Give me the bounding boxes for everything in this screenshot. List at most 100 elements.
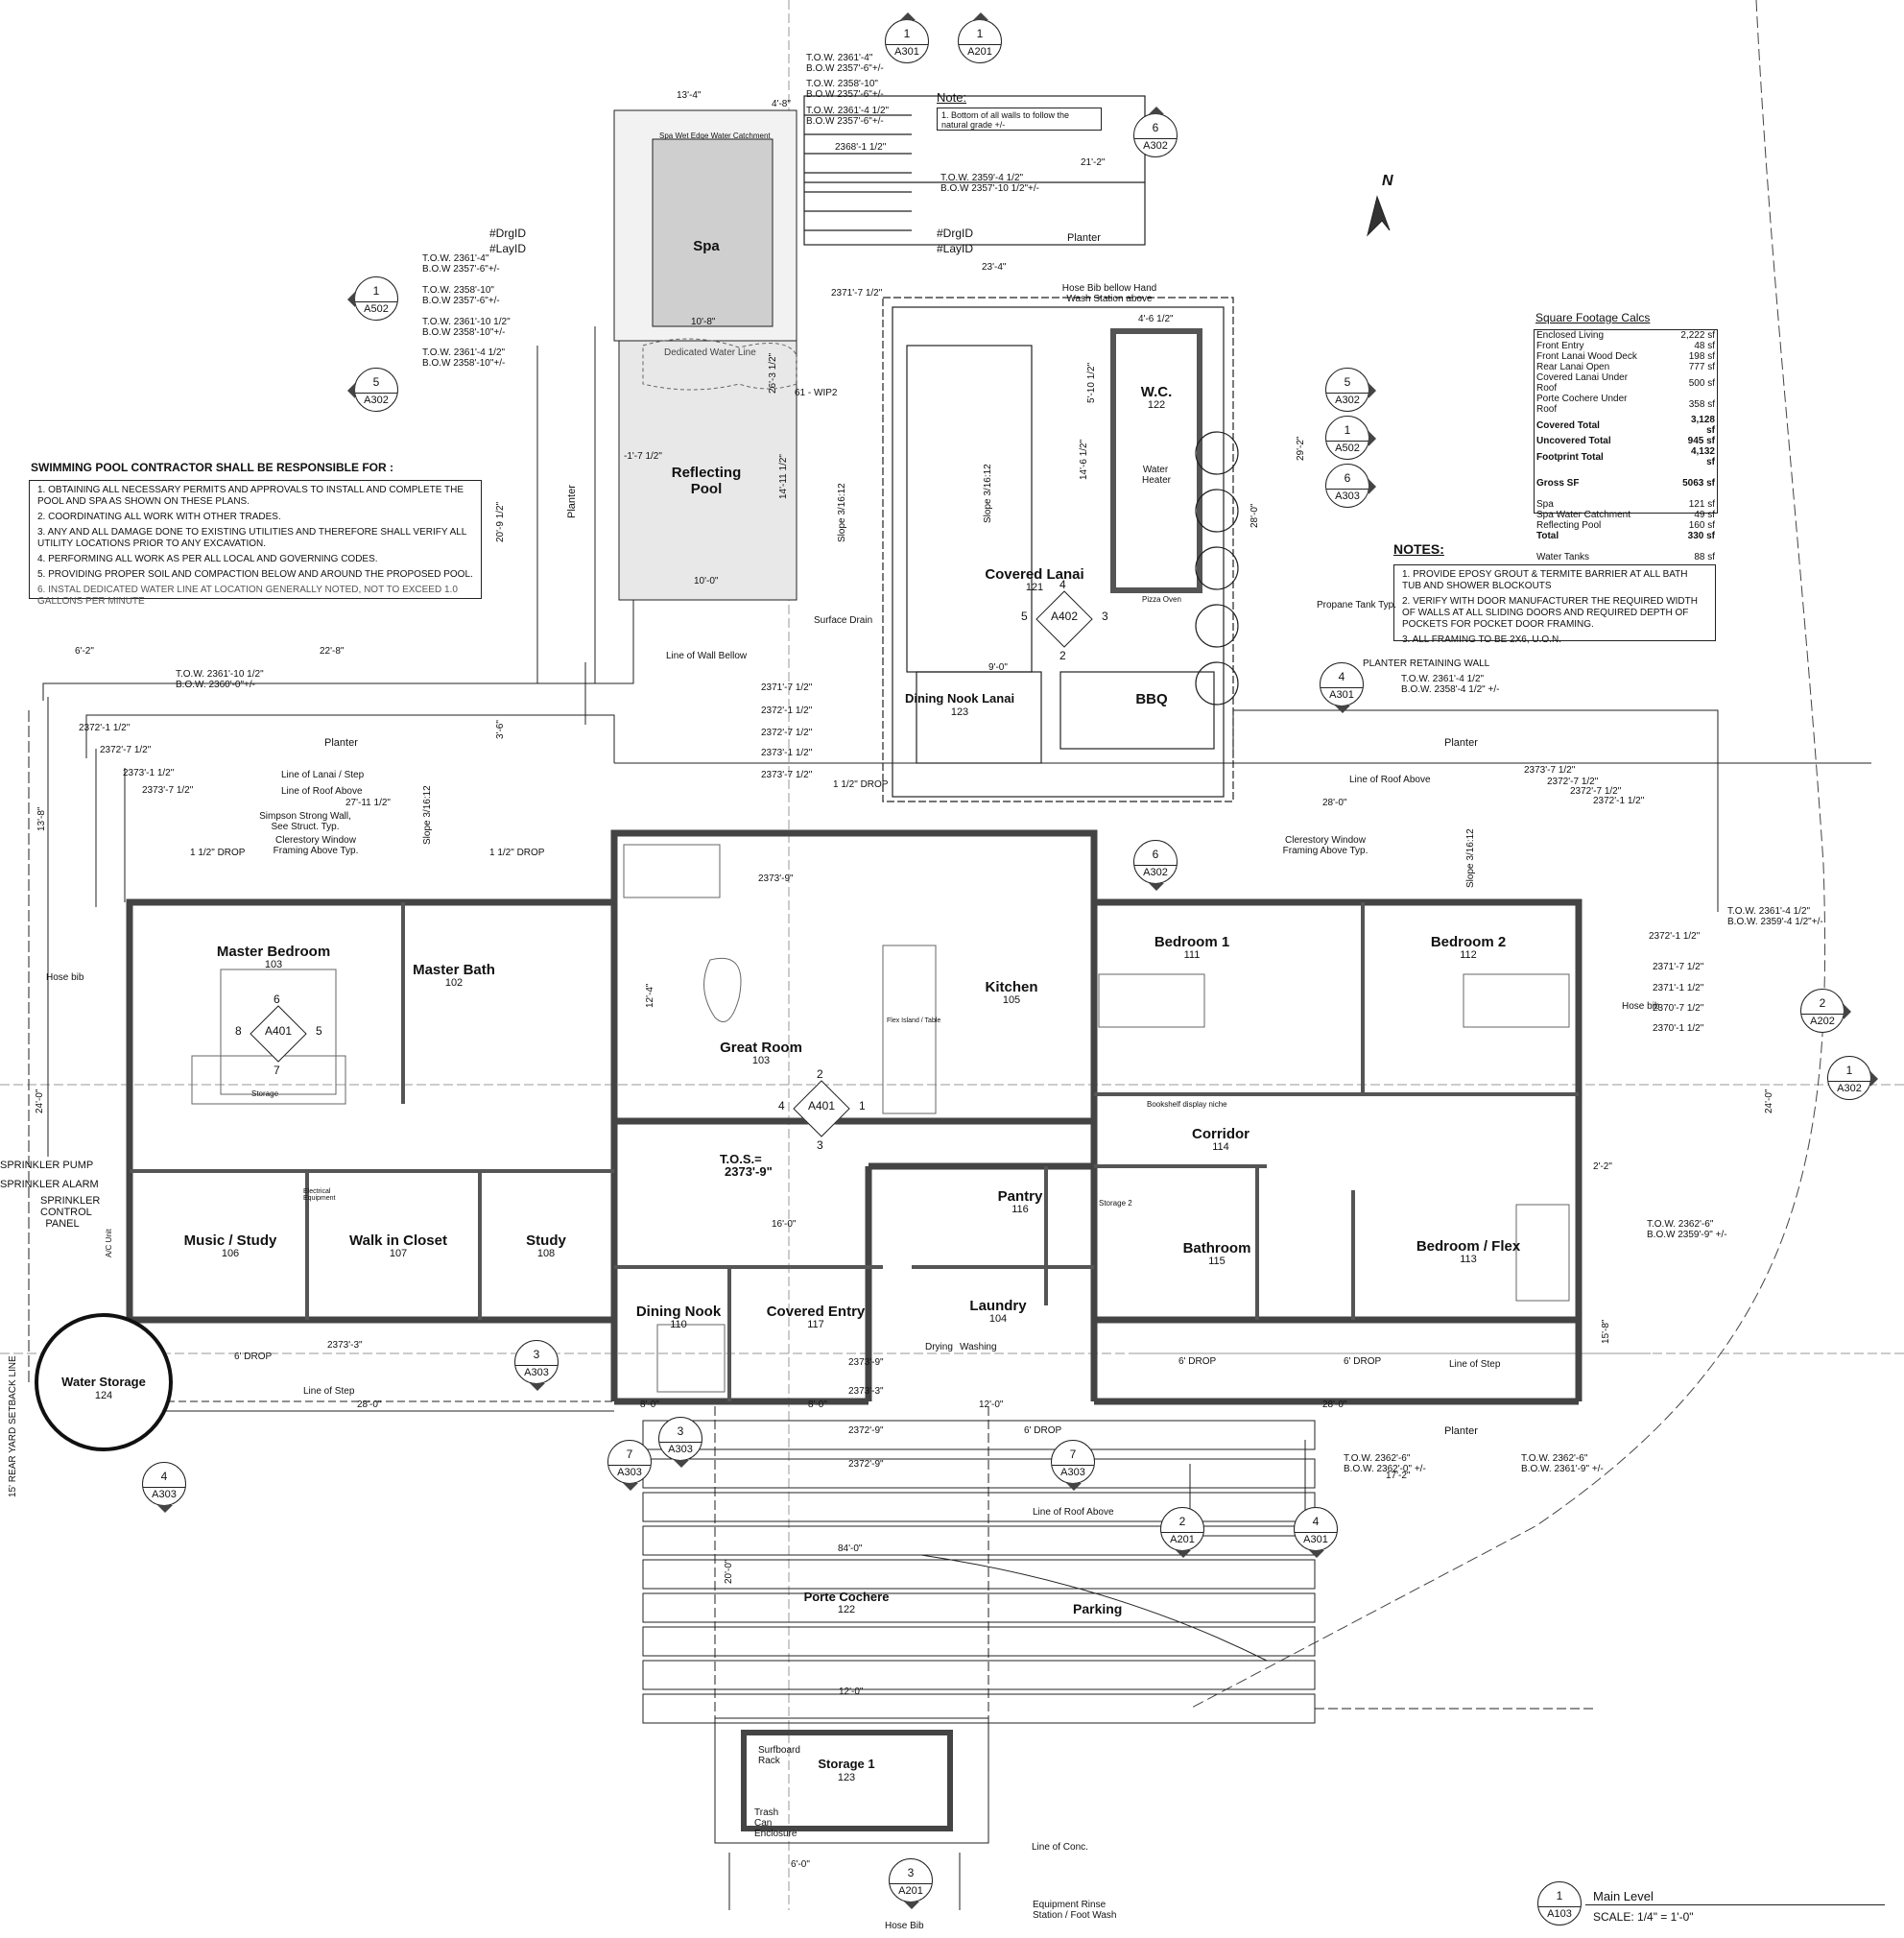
room-water-storage: Water Storage <box>61 1375 146 1389</box>
label-storage-2: Storage 2 <box>1099 1199 1132 1208</box>
dimension: 24'-0" <box>1764 1089 1774 1113</box>
room-covered-entry: Covered Entry <box>766 1304 866 1320</box>
room-corridor: Corridor <box>1192 1126 1250 1142</box>
label-line-of-wall-bellow: Line of Wall Bellow <box>666 651 748 661</box>
sqft-value <box>1652 489 1717 499</box>
sqft-value: 3,128 sf <box>1690 415 1715 436</box>
sqft-label: Water Tanks <box>1536 552 1590 562</box>
notes-item-1: 1. PROVIDE EPOSY GROUT & TERMITE BARRIER… <box>1402 569 1688 591</box>
spot-elevation: 2373'-1 1/2" <box>761 748 813 758</box>
dimension: 28'-0" <box>1322 1400 1347 1410</box>
label-drop-mid: 1 1/2" DROP <box>489 848 545 858</box>
dimension: 3'-6" <box>495 720 506 739</box>
label-tos: T.O.S.= <box>720 1152 762 1166</box>
north-arrow-label: N <box>1382 173 1393 189</box>
dimension: 2'-2" <box>1593 1161 1612 1172</box>
label-line-of-conc: Line of Conc. <box>1032 1842 1088 1853</box>
room-dining-nook-lanai: Dining Nook Lanai <box>904 691 1015 706</box>
room-pantry-num: 116 <box>1012 1204 1029 1215</box>
spot-elevation: 2372'-7 1/2" <box>1570 786 1622 797</box>
label-6-drop-mid: 6' DROP <box>1024 1425 1062 1436</box>
elevation-tag: T.O.W. 2358'-10"B.O.W 2357'-6"+/- <box>422 285 500 306</box>
room-corridor-num: 114 <box>1212 1141 1229 1153</box>
label-hose-bib-right: Hose bib <box>1622 1001 1660 1012</box>
dimension: 6'-0" <box>791 1859 810 1870</box>
sqft-row <box>1535 489 1717 499</box>
spot-elevation: 2373'-7 1/2" <box>761 770 813 780</box>
spot-elevation: 2372'-7 1/2" <box>1547 777 1599 787</box>
sqft-value: 198 sf <box>1688 351 1715 362</box>
sqft-label: Spa Water Catchment <box>1536 510 1631 520</box>
drawing-scale: SCALE: 1/4" = 1'-0" <box>1593 1910 1694 1924</box>
room-master-bedroom: Master Bedroom <box>216 944 331 960</box>
notes-item-3: 3. ALL FRAMING TO BE 2X6, U.O.N. <box>1402 634 1561 645</box>
sqft-value: 500 sf <box>1688 377 1715 389</box>
dimension: 23'-4" <box>982 262 1007 273</box>
sqft-label: Gross SF <box>1536 478 1580 489</box>
notes-title: NOTES: <box>1393 541 1444 557</box>
spot-elevation: 2373'-1 1/2" <box>123 768 175 778</box>
label-equip-rinse: Equipment Rinse Station / Foot Wash <box>1033 1900 1117 1921</box>
spot-elevation: 2372'-9" <box>848 1459 884 1470</box>
interior-elevation-marker[interactable]: A401 2 3 4 1 <box>778 1067 866 1152</box>
label-spa-wet-edge: Spa Wet Edge Water Catchment <box>659 132 771 140</box>
room-water-storage-num: 124 <box>94 1390 113 1401</box>
room-covered-lanai-num: 121 <box>1025 582 1044 593</box>
room-pantry: Pantry <box>997 1188 1043 1205</box>
dimension: 4'-8" <box>772 99 791 109</box>
interior-elevation-marker[interactable]: A401 6 7 8 5 <box>235 993 322 1077</box>
room-laundry-num: 104 <box>988 1313 1008 1325</box>
sqft-value: 49 sf <box>1694 510 1715 520</box>
dimension: 8'-0" <box>808 1400 827 1410</box>
dimension: 17'-2" <box>1386 1471 1411 1481</box>
room-porte-cochere-num: 122 <box>837 1604 856 1615</box>
dimension: 28'-0" <box>1250 503 1260 528</box>
label-water-heater: Water Heater <box>1142 465 1172 486</box>
elevation-tag: T.O.W. 2362'-6"B.O.W 2359'-9" +/- <box>1647 1219 1727 1240</box>
label-slope-3: Slope 3/16:12 <box>983 464 993 523</box>
dimension: 20'-9 1/2" <box>495 501 506 542</box>
dimension: 24'-0" <box>35 1089 45 1113</box>
room-master-bath-num: 102 <box>444 977 464 989</box>
interior-elevation-marker[interactable]: A402 4 2 5 3 <box>1021 578 1108 662</box>
top-note-text: 1. Bottom of all walls to follow the nat… <box>941 110 1070 130</box>
dimension: 14'-6 1/2" <box>1079 439 1089 480</box>
dimension: 14'-11 1/2" <box>778 454 789 499</box>
label-sprinkler-alarm: SPRINKLER ALARM <box>0 1179 99 1190</box>
label-layid-1: #LayID <box>489 242 527 255</box>
sqft-label: Covered Lanai Under Roof <box>1536 372 1629 394</box>
dimension: 29'-2" <box>1296 436 1306 461</box>
pool-item-1: 1. OBTAINING ALL NECESSARY PERMITS AND A… <box>37 485 464 507</box>
label-simpson: Simpson Strong Wall, See Struct. Typ. <box>259 811 351 832</box>
sqft-row: Spa Water Catchment 49 sf <box>1535 510 1717 520</box>
label-parking: Parking <box>1073 1601 1123 1616</box>
label-bookshelf: Bookshelf display niche <box>1147 1100 1227 1109</box>
room-kitchen-num: 105 <box>1002 994 1021 1006</box>
sqft-label: Front Lanai Wood Deck <box>1536 351 1637 362</box>
label-storage-master: Storage <box>251 1089 279 1098</box>
